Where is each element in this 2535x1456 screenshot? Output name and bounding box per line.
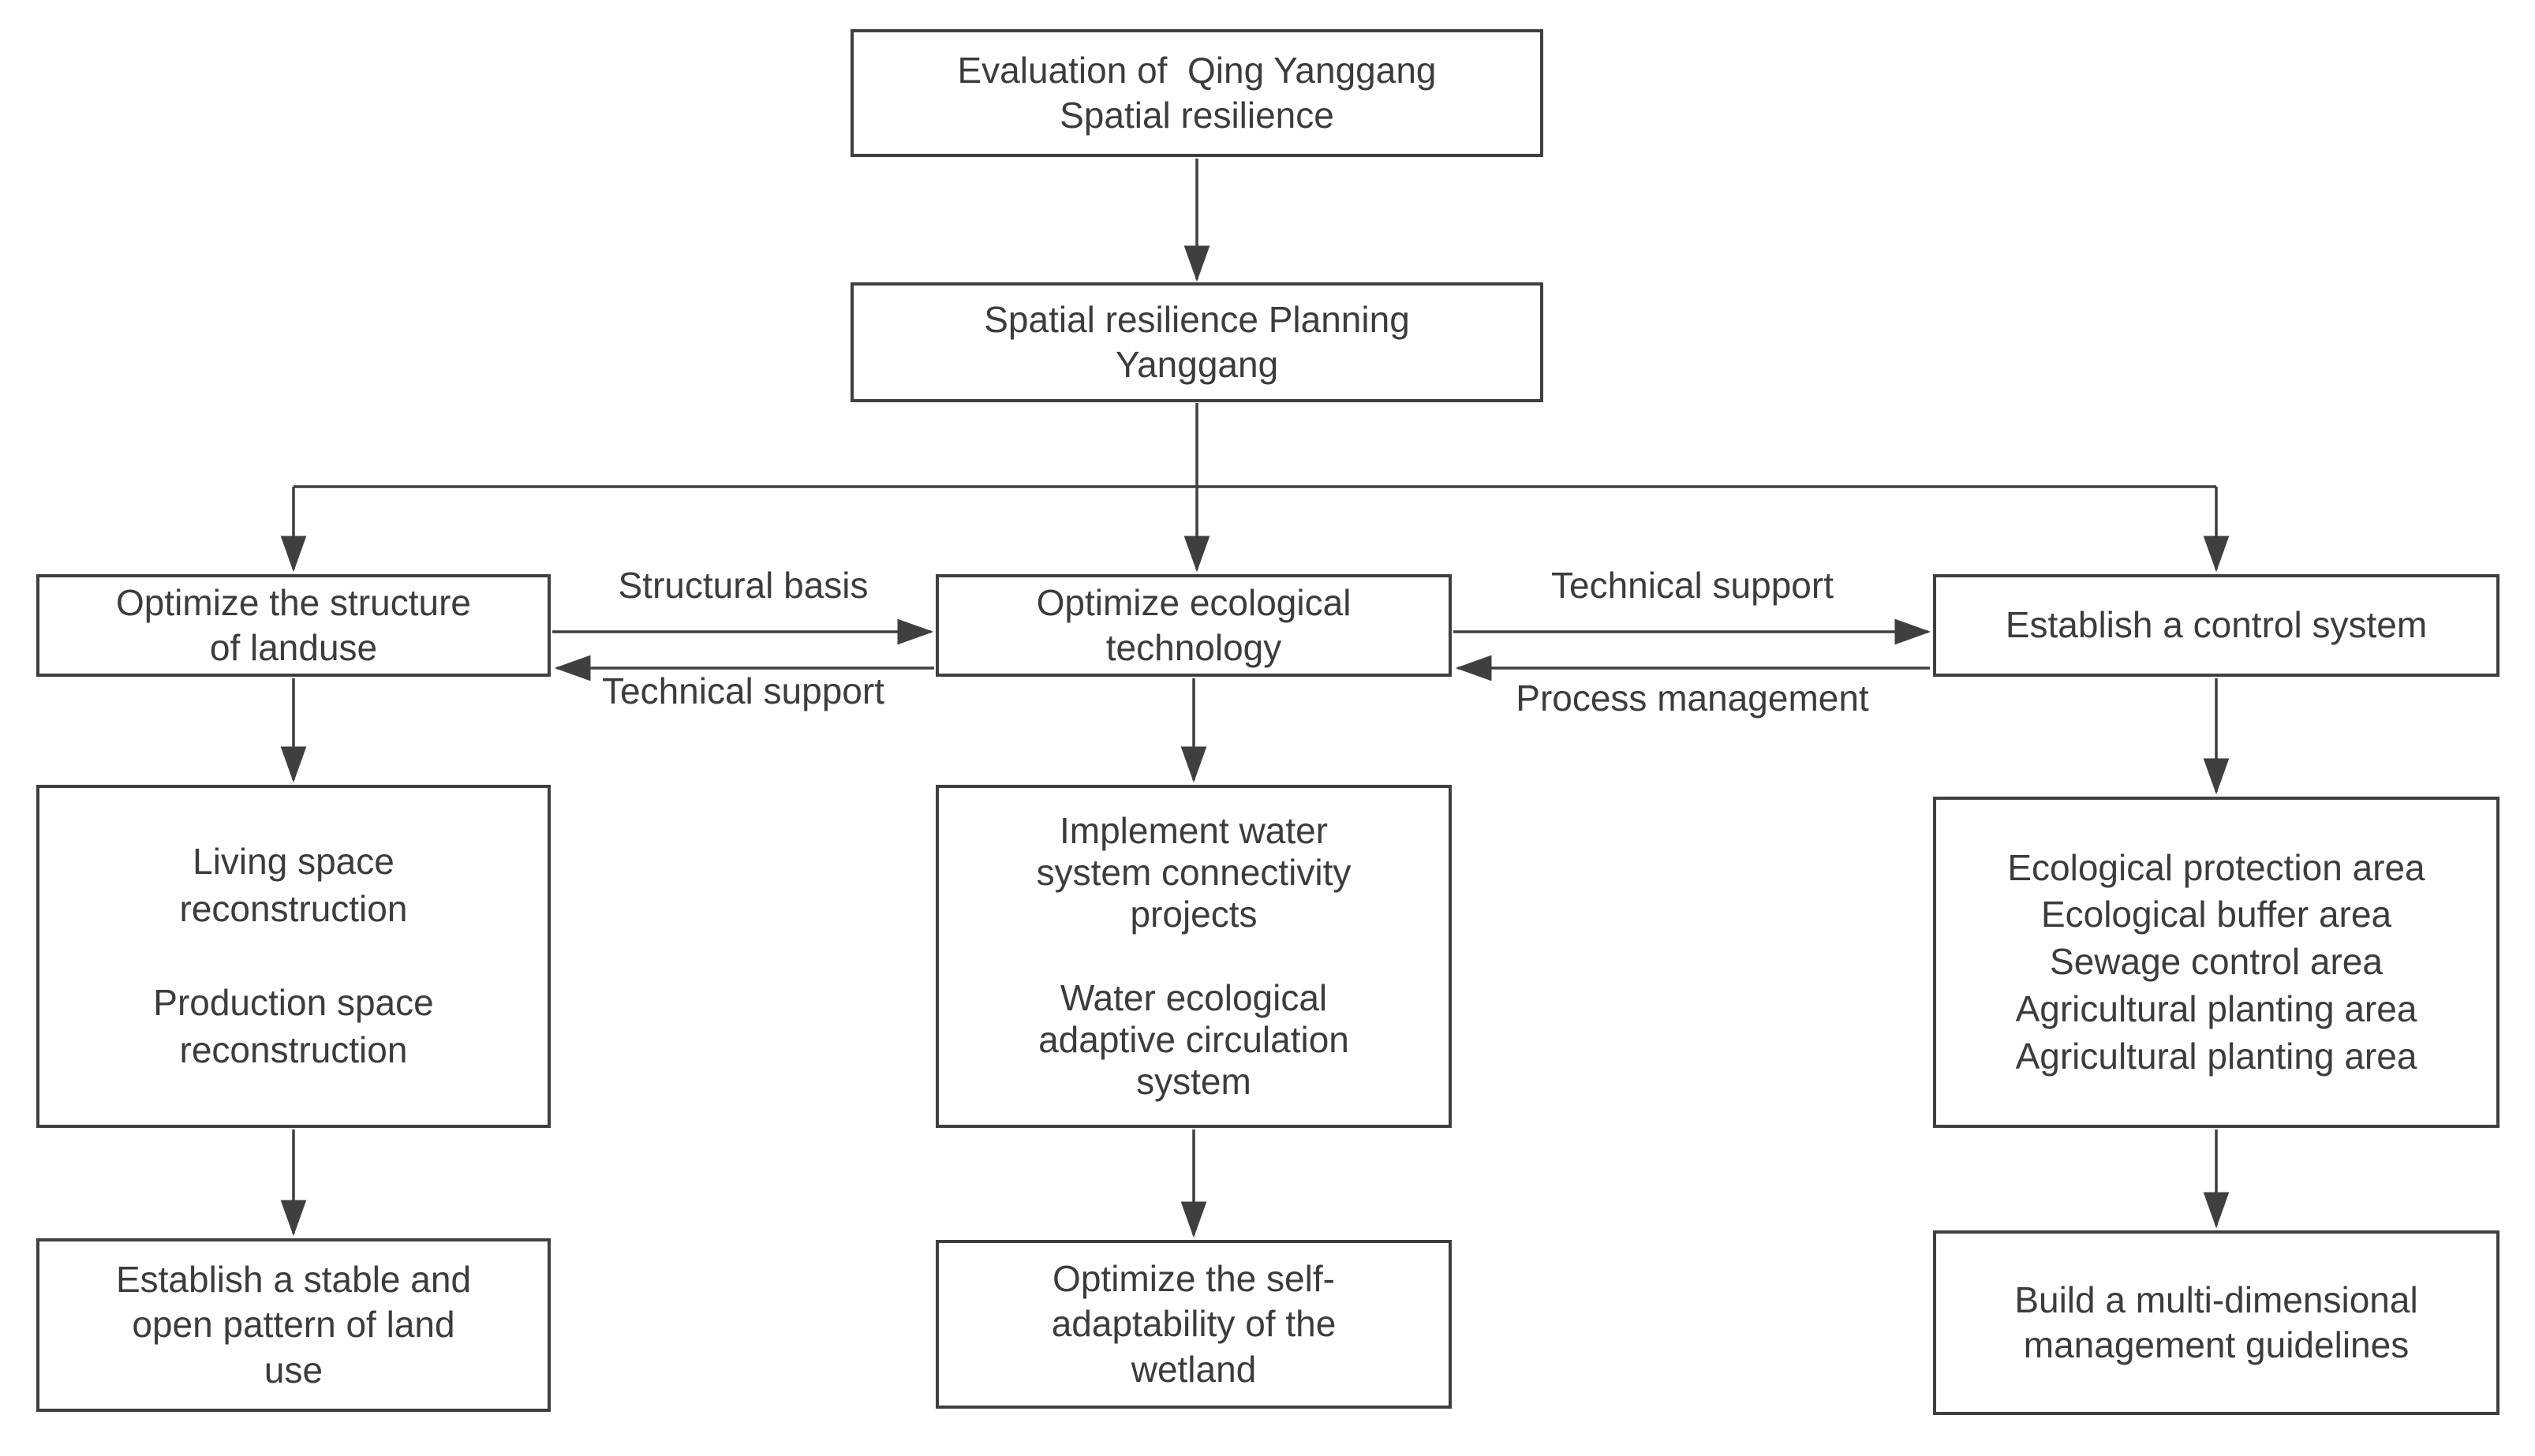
node-space-reconstruction: Living space reconstruction Production s… [36,785,551,1128]
node-water-system-projects: Implement water system connectivity proj… [936,785,1452,1128]
node-space-reconstruction-text: Living space reconstruction Production s… [153,841,434,1071]
node-establish-control-system: Establish a control system [1933,574,2499,677]
node-optimize-ecological-technology-text: Optimize ecological technology [1036,581,1352,669]
node-multidimensional-guidelines: Build a multi-dimensional management gui… [1933,1230,2499,1415]
edge-label-technical-support-right: Technical support [1551,565,1834,606]
node-optimize-ecological-technology: Optimize ecological technology [936,574,1452,677]
node-wetland-self-adaptability-text: Optimize the self- adaptability of the w… [1051,1257,1337,1390]
node-multidimensional-guidelines-text: Build a multi-dimensional management gui… [2014,1279,2418,1366]
node-evaluation: Evaluation of Qing Yanggang Spatial resi… [851,29,1543,157]
node-evaluation-text: Evaluation of Qing Yanggang Spatial resi… [957,49,1437,136]
node-establish-control-system-text: Establish a control system [2005,604,2428,646]
node-control-areas-text: Ecological protection area Ecological bu… [2007,846,2425,1077]
edge-label-technical-support-left: Technical support [602,670,884,711]
edge-label-structural-basis: Structural basis [618,565,869,606]
node-planning: Spatial resilience Planning Yanggang [851,282,1543,402]
node-planning-text: Spatial resilience Planning Yanggang [984,298,1410,386]
node-stable-open-land-pattern: Establish a stable and open pattern of l… [36,1238,551,1412]
node-optimize-landuse-structure: Optimize the structure of landuse [36,574,551,677]
node-stable-open-land-pattern-text: Establish a stable and open pattern of l… [115,1258,472,1391]
node-water-system-projects-text: Implement water system connectivity proj… [1036,810,1352,1102]
node-optimize-landuse-structure-text: Optimize the structure of landuse [116,581,471,669]
edge-label-process-management: Process management [1516,678,1869,719]
node-control-areas: Ecological protection area Ecological bu… [1933,797,2499,1128]
node-wetland-self-adaptability: Optimize the self- adaptability of the w… [936,1240,1452,1409]
